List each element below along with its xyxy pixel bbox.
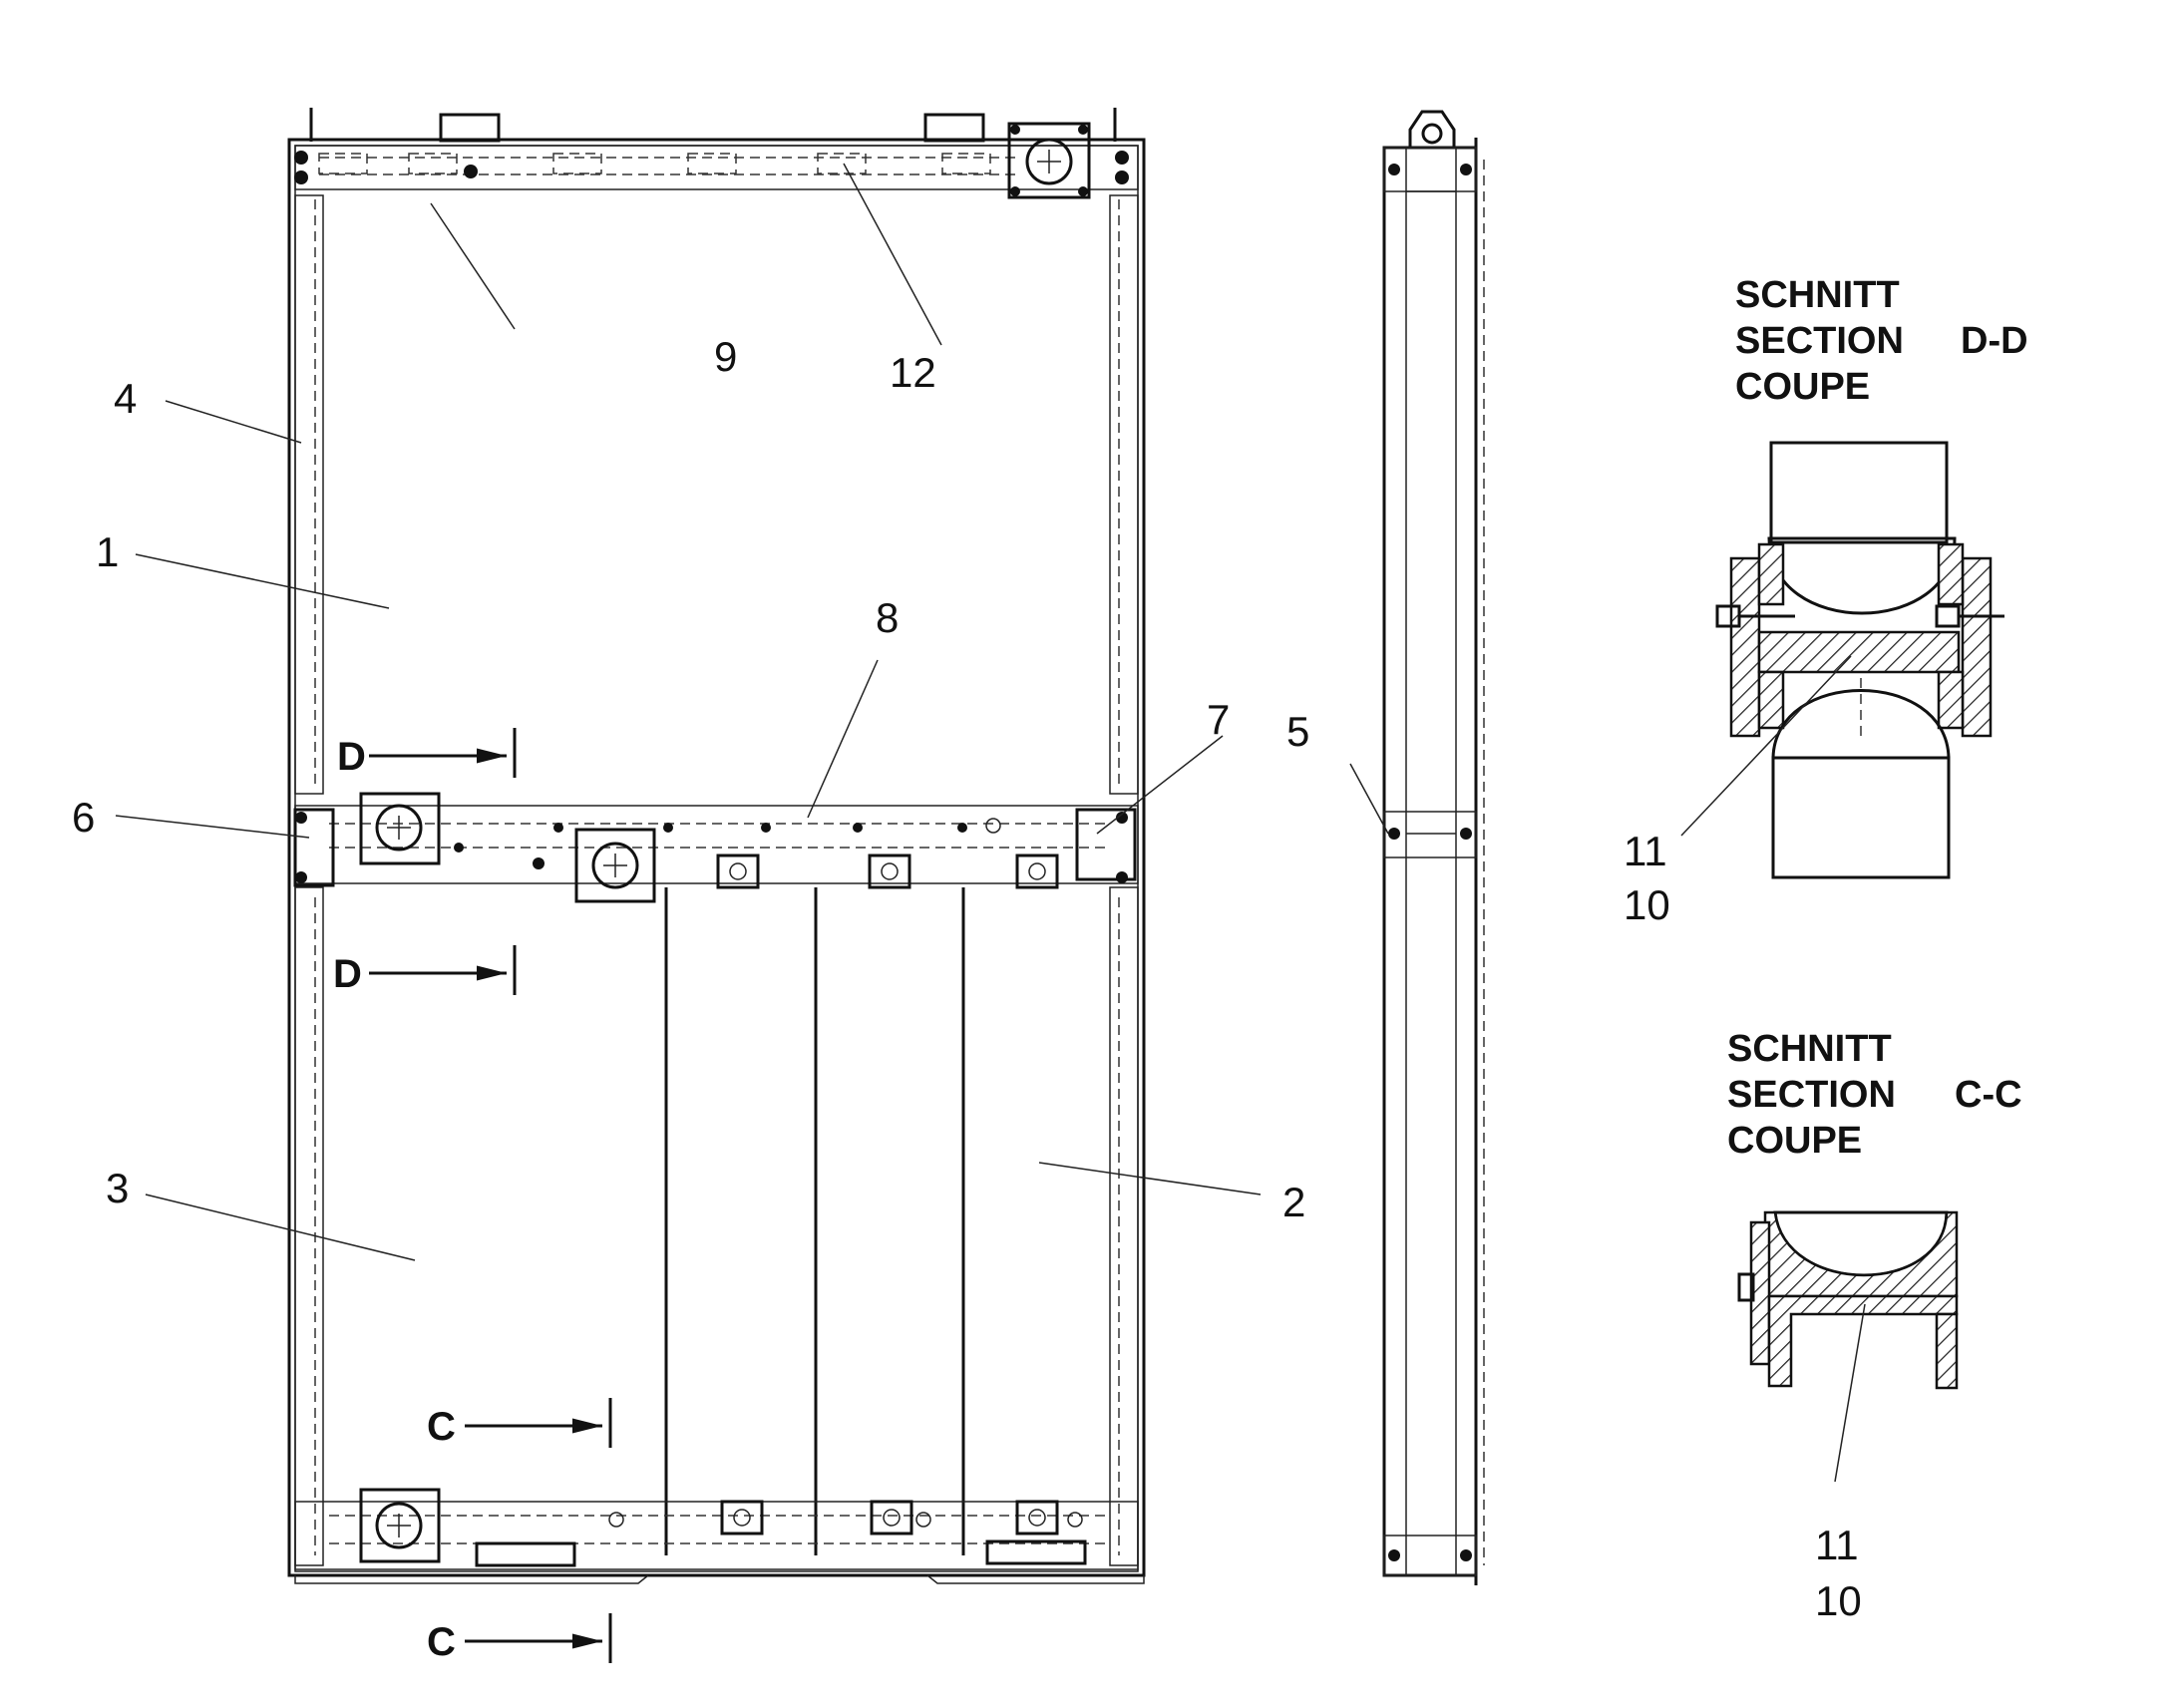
cut-label-c-upper: C	[427, 1405, 456, 1449]
section-dd-line2: SECTION	[1735, 320, 1904, 362]
leader-lines	[115, 163, 1866, 1483]
callout-1: 1	[96, 528, 119, 575]
front-view	[287, 108, 1146, 1584]
callout-2: 2	[1282, 1179, 1305, 1225]
cut-label-d-lower: D	[333, 952, 362, 996]
callout-11-cc: 11	[1815, 1522, 1859, 1568]
callout-11-dd: 11	[1624, 828, 1667, 874]
section-dd-view	[1715, 441, 2004, 879]
callout-7: 7	[1207, 696, 1230, 743]
callout-3: 3	[106, 1165, 129, 1211]
section-dd-line1: SCHNITT	[1735, 274, 1900, 316]
side-view	[1382, 110, 1485, 1585]
callout-10-dd: 10	[1624, 881, 1670, 928]
cut-mark-labels: D D C C	[333, 735, 456, 1664]
callout-5: 5	[1286, 708, 1309, 755]
callout-6: 6	[72, 794, 95, 841]
callout-12: 12	[890, 349, 936, 396]
cut-label-d-upper: D	[337, 735, 366, 779]
section-cc-line3: COUPE	[1727, 1120, 1862, 1162]
section-cc-id: C-C	[1955, 1074, 2022, 1116]
cut-label-c-lower: C	[427, 1620, 456, 1664]
section-cc-title: SCHNITT SECTION C-C COUPE	[1727, 1028, 2022, 1162]
callout-8: 8	[876, 594, 899, 641]
section-cc-view	[1737, 1210, 1959, 1390]
callout-4: 4	[114, 375, 137, 422]
section-dd-title: SCHNITT SECTION D-D COUPE	[1735, 274, 2028, 408]
callout-10-cc: 10	[1815, 1577, 1862, 1624]
callout-labels: 9 12 4 1 8 7 5 6 3 2 11 10 11 10	[72, 333, 1862, 1624]
cut-marks	[369, 728, 612, 1663]
section-dd-id: D-D	[1961, 320, 2028, 362]
section-cc-line1: SCHNITT	[1727, 1028, 1892, 1070]
section-dd-line3: COUPE	[1735, 366, 1870, 408]
callout-9: 9	[714, 333, 737, 380]
section-cc-line2: SECTION	[1727, 1074, 1896, 1116]
